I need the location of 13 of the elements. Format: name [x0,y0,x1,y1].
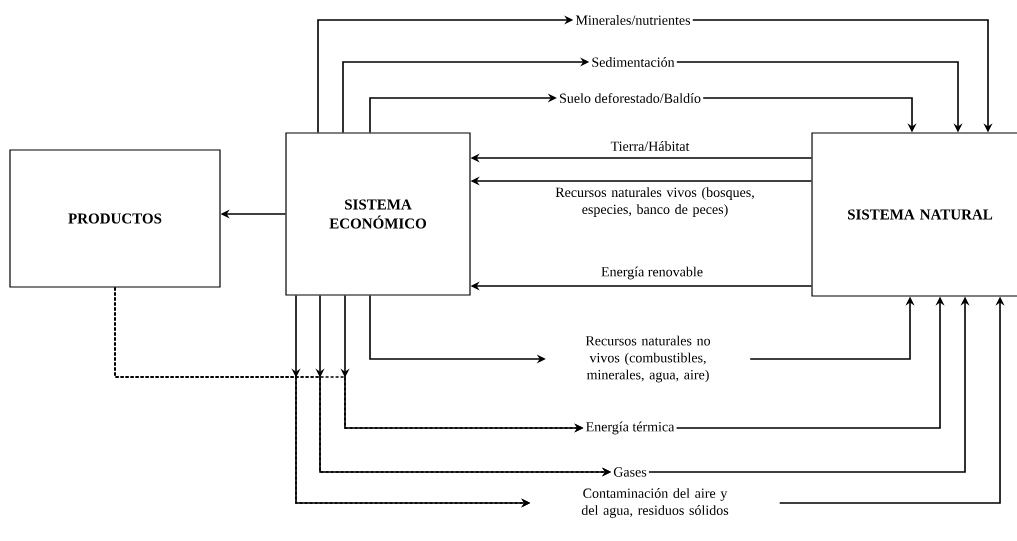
flow-label: Suelo deforestado/Baldío [560,93,701,103]
edge-label: Energía renovable [601,266,703,280]
flow-label: Recursos naturales no vivos (combustibles, minerales, agua, aire) [585,335,711,383]
system-box: PRODUCTOS [9,149,221,288]
system-box: SISTEMA NATURAL [811,132,1017,297]
flow-label: Gases [613,467,647,477]
flow-label: Contaminación del aire y del agua, residuos sólidos [581,488,729,518]
edge-label: Tierra/Hábitat [610,141,690,151]
edge-label: Recursos naturales vivos (bosques, especies, banco de peces) [555,187,754,217]
flow-label: Sedimentación [592,57,675,67]
system-box: SISTEMA ECONÓMICO [285,132,471,296]
flow-label: Energía térmica [586,421,675,435]
flow-label: Minerales/nutrientes [575,15,691,25]
